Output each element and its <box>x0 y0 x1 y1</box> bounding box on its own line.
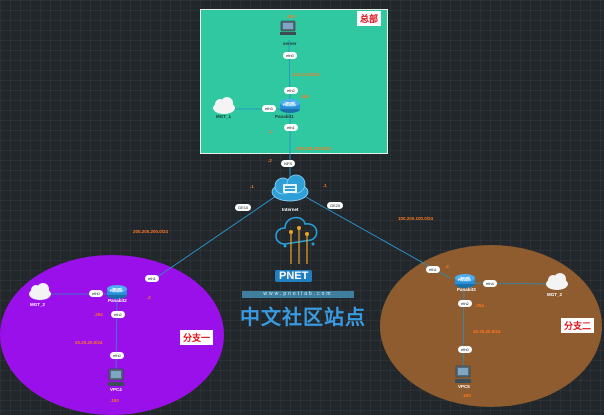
tag-p2-wan: .2 <box>147 295 151 300</box>
node-name-mgt2-branch2: MGT_2 <box>547 292 563 297</box>
internet-cloud-icon[interactable] <box>271 174 309 202</box>
port-p3-eth4[interactable]: eth4 <box>483 280 497 287</box>
zone-label-hq: 总部 <box>357 11 382 26</box>
cloud-icon-mgt2[interactable] <box>29 283 51 300</box>
subnet-b2-wan: 100.200.100.0/24 <box>398 216 434 221</box>
node-name-panabit1: Panabit1 <box>275 114 294 119</box>
router-icon-panabit1[interactable] <box>280 99 300 113</box>
port-p1-eth1[interactable]: eth1 <box>284 124 298 131</box>
node-name-internet: Internet <box>282 207 299 212</box>
port-p3-eth2[interactable]: eth2 <box>458 300 472 307</box>
cloud-icon-mgt1[interactable] <box>213 97 235 114</box>
pc-icon-vpc5[interactable] <box>455 365 471 383</box>
node-name-panabit3: Panabit3 <box>457 287 476 292</box>
router-text-panabit3: Panabit <box>458 278 471 282</box>
node-name-mgt1: MGT_1 <box>216 114 232 119</box>
port-internet-ge10[interactable]: GE10 <box>235 204 252 211</box>
tag-p1-down: .1 <box>268 129 272 134</box>
zone-label-branch1: 分支一 <box>180 330 214 345</box>
subnet-hq-lan: 10.10.10.0/24 <box>292 72 320 77</box>
logo-title: 中文社区站点 <box>240 307 366 329</box>
tag-vpc5: .100 <box>462 393 471 398</box>
router-text-panabit2: Panabit <box>110 289 123 293</box>
pc-icon-vpc4[interactable] <box>108 368 124 386</box>
server-icon[interactable] <box>280 20 296 35</box>
node-name-vpc5: VPC5 <box>458 384 470 389</box>
tag-internet-left: .1 <box>250 184 254 189</box>
tag-p1-up: .254 <box>300 94 309 99</box>
subnet-b1-wan: 200.200.200.0/24 <box>133 229 169 234</box>
node-name-server: server <box>283 41 297 46</box>
tag-internet-top: .2 <box>268 158 272 163</box>
tag-p3-wan: .2 <box>445 264 449 269</box>
router-icon-panabit3[interactable] <box>455 274 475 288</box>
router-icon-panabit2[interactable] <box>107 285 127 299</box>
node-name-vpc4: VPC4 <box>110 387 122 392</box>
port-p1-eth2[interactable]: eth2 <box>284 87 298 94</box>
tag-server: .100 <box>286 14 295 19</box>
node-name-panabit2: Panabit2 <box>108 298 127 303</box>
port-internet-top[interactable]: NFS <box>281 160 295 167</box>
port-server-eth0[interactable]: eth0 <box>283 52 297 59</box>
tag-p3-lan: .254 <box>475 303 484 308</box>
logo-badge: PNET <box>275 270 313 282</box>
port-p2-eth1[interactable]: eth1 <box>145 275 159 282</box>
tag-p2-lan: .254 <box>94 312 103 317</box>
subnet-hq-wan: 100.100.100.0/24 <box>296 146 332 151</box>
port-p3-eth1[interactable]: eth1 <box>426 266 440 273</box>
subnet-b1-lan: 20.20.20.0/24 <box>75 340 103 345</box>
tag-vpc4: .100 <box>110 398 119 403</box>
port-vpc4-eth0[interactable]: eth0 <box>110 352 124 359</box>
tag-internet-right: .1 <box>323 183 327 188</box>
port-p2-eth0[interactable]: eth0 <box>89 290 103 297</box>
port-vpc5-eth0[interactable]: eth0 <box>458 346 472 353</box>
port-p2-eth2[interactable]: eth2 <box>111 311 125 318</box>
node-name-mgt2: MGT_2 <box>30 302 46 307</box>
router-text-panabit1: Panabit <box>283 103 296 107</box>
port-p1-eth3[interactable]: eth3 <box>262 105 276 112</box>
subnet-b2-lan: 30.30.30.0/24 <box>473 329 501 334</box>
cloud-icon-mgt2-branch2[interactable] <box>546 273 568 290</box>
port-internet-ge20[interactable]: GE20 <box>327 202 344 209</box>
zone-label-branch2: 分支二 <box>561 318 595 333</box>
logo-sub: www.pnetlab.com <box>242 291 354 298</box>
pnet-logo-icon <box>275 216 318 264</box>
